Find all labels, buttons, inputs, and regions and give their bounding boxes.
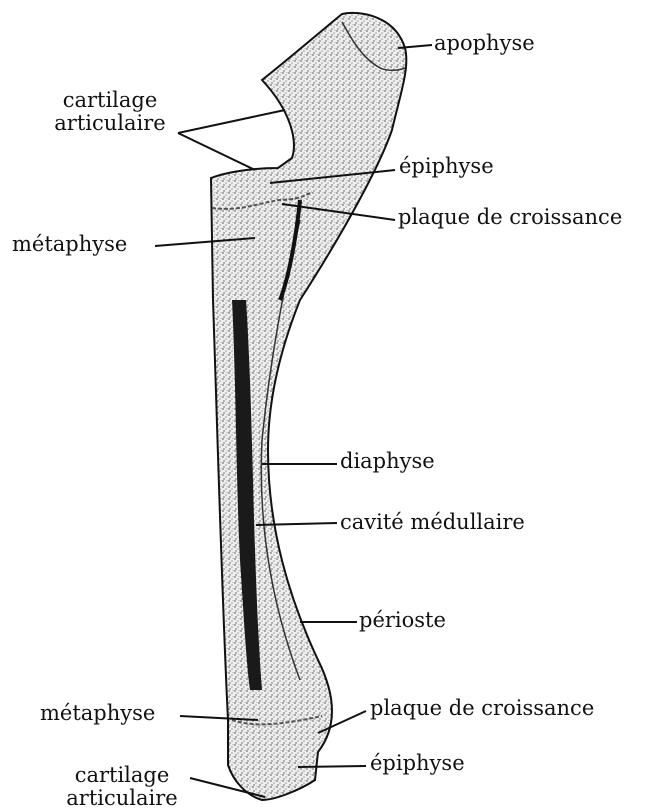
- label-metaphyse-bottom: métaphyse: [40, 702, 155, 725]
- label-epiphyse-bottom: épiphyse: [370, 752, 465, 775]
- label-metaphyse-top: métaphyse: [12, 233, 127, 256]
- label-cartilage-bottom-line1: cartilage: [52, 764, 192, 787]
- label-plaque-bottom: plaque de croissance: [370, 697, 594, 720]
- label-plaque-top: plaque de croissance: [398, 206, 622, 229]
- label-apophyse: apophyse: [434, 32, 535, 55]
- leader-cartilage-top-2: [178, 133, 255, 170]
- label-diaphyse: diaphyse: [340, 450, 435, 473]
- leader-cartilage-top-1: [178, 110, 285, 133]
- label-cartilage-bottom-line2: articulaire: [52, 787, 192, 810]
- label-cartilage-top-line1: cartilage: [40, 89, 180, 112]
- label-cartilage-top: cartilage articulaire: [40, 89, 180, 135]
- label-cavite: cavité médullaire: [340, 511, 525, 534]
- label-epiphyse-top: épiphyse: [399, 155, 494, 178]
- label-cartilage-bottom: cartilage articulaire: [52, 764, 192, 810]
- label-cartilage-top-line2: articulaire: [40, 112, 180, 135]
- label-perioste: périoste: [359, 609, 446, 632]
- leader-epiphyse-bottom: [298, 766, 366, 767]
